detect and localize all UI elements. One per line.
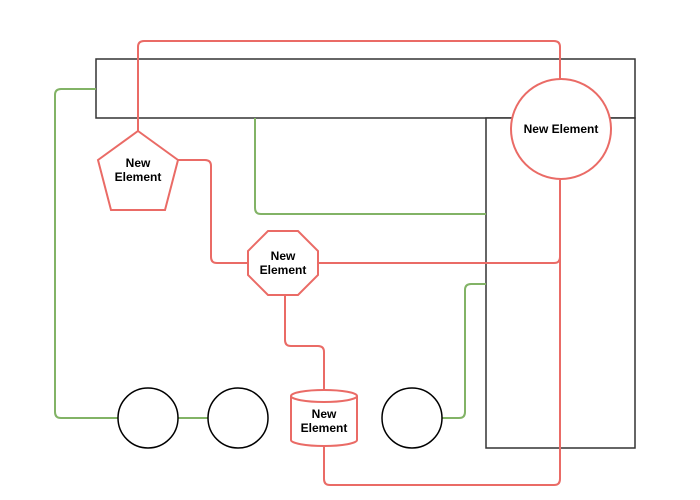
node-circle-1[interactable] (117, 387, 179, 449)
edge-red-pentagon-to-octagon[interactable] (178, 159, 248, 264)
node-octagon[interactable]: New Element (247, 230, 319, 296)
node-circle-large[interactable]: New Element (510, 78, 612, 180)
edge-green-topbar-to-circle1[interactable] (54, 88, 118, 419)
edge-red-cylinder-to-circle-bottom[interactable] (323, 180, 561, 486)
node-circle-3[interactable] (381, 387, 443, 449)
edge-green-topbar-to-rightcolumn[interactable] (254, 118, 486, 215)
node-pentagon[interactable]: New Element (96, 129, 180, 211)
pentagon-shape (96, 129, 180, 211)
circle-large-shape (510, 78, 612, 180)
pentagon-label-line-1: New (126, 156, 151, 170)
edge-red-octagon-to-cylinder[interactable] (284, 295, 325, 391)
octagon-shape (247, 230, 319, 296)
edge-green-circle3-to-rightcolumn[interactable] (442, 283, 486, 419)
cylinder-top (290, 389, 358, 403)
edge-red-pentagon-to-circle-top[interactable] (137, 40, 561, 131)
cylinder-label-line-2: Element (301, 421, 348, 435)
node-circle-2[interactable] (207, 387, 269, 449)
pentagon-label-line-2: Element (115, 170, 162, 184)
circle-large-label: New Element (524, 122, 599, 136)
cylinder-label-line-1: New (312, 407, 337, 421)
node-cylinder[interactable]: New Element (290, 389, 358, 447)
octagon-label-line-1: New (271, 249, 296, 263)
cylinder-body (290, 396, 358, 447)
octagon-label-line-2: Element (260, 263, 307, 277)
